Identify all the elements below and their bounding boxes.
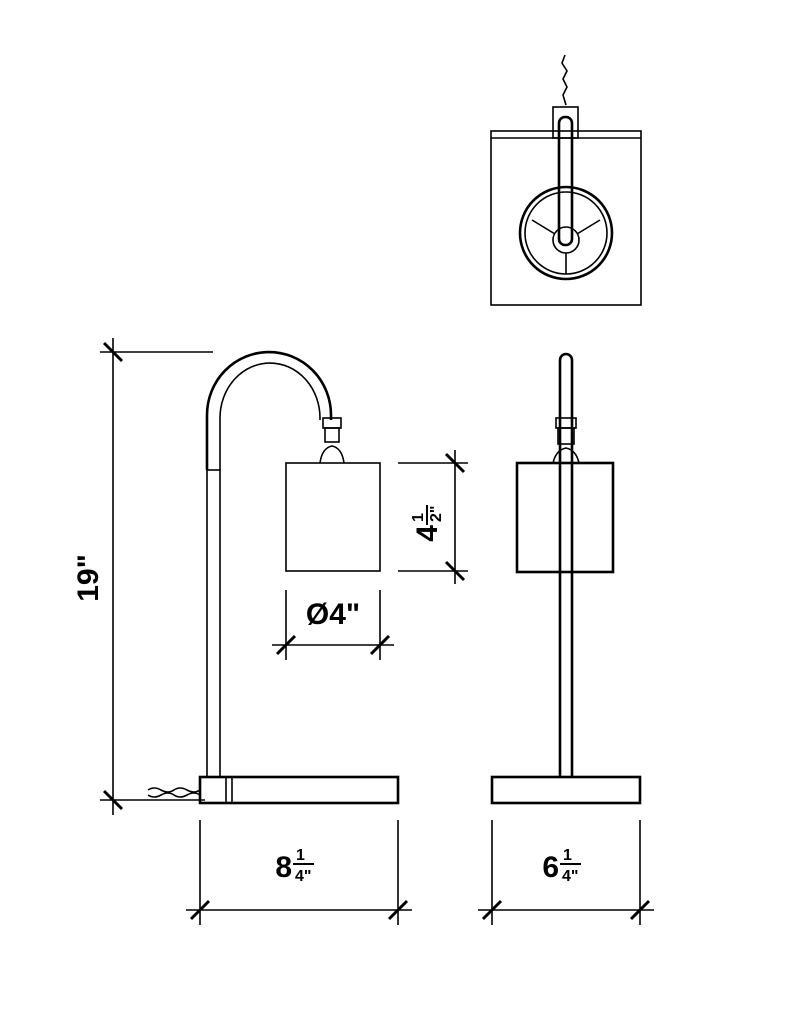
shade-side [285, 462, 381, 572]
base-front [490, 775, 642, 805]
arm-slot [557, 115, 574, 247]
front-base-whole: 6 [542, 851, 559, 884]
top-view [490, 54, 642, 306]
side-base-whole: 8 [275, 851, 292, 884]
shade-height-num: 1 [410, 513, 427, 522]
diameter-label: Ø4" [306, 598, 360, 631]
arm-inner [219, 362, 321, 470]
side-base-num: 1 [296, 847, 305, 864]
cord [147, 787, 201, 798]
stem-front [558, 352, 574, 776]
dimension-front-base: 6 1 4" [478, 820, 654, 925]
shade-height-den: 2" [428, 506, 445, 522]
shade-rim [518, 185, 614, 281]
shade-height-whole: 4 [411, 525, 444, 542]
top-view-outline [490, 130, 642, 306]
base-side [198, 775, 400, 805]
side-base-den: 4" [295, 868, 311, 885]
shade-front [515, 461, 615, 574]
bracket [552, 106, 579, 139]
front-base-den: 4" [562, 868, 578, 885]
height-label: 19" [72, 554, 105, 602]
arm-outer [205, 350, 333, 470]
dimension-shade-height: 4 1 2" [398, 450, 468, 584]
cord-chain [561, 54, 568, 106]
front-view [490, 352, 642, 805]
dimension-19: 19" [72, 338, 213, 815]
hub [552, 226, 580, 254]
stem [206, 469, 221, 778]
side-view [147, 350, 400, 805]
front-base-num: 1 [563, 847, 572, 864]
dimension-side-base: 8 1 4" [186, 820, 412, 925]
dimension-shade-diameter: Ø4" [272, 590, 394, 660]
